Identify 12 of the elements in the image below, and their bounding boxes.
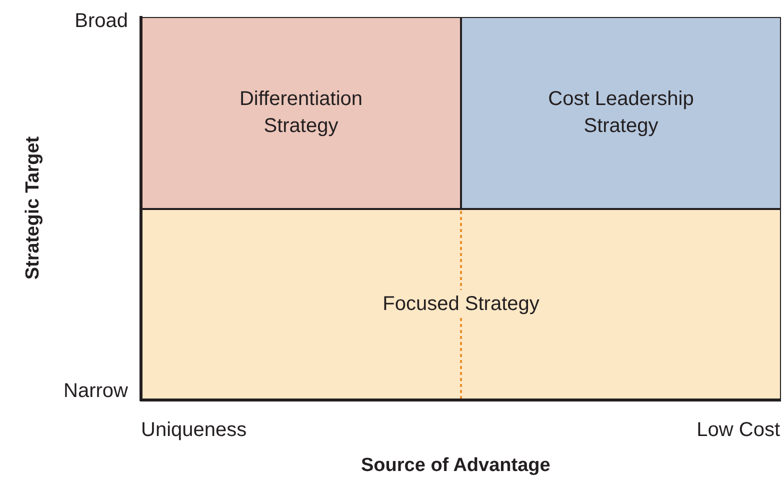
matrix-band	[141, 209, 781, 400]
quadrant-label: Differentiation Strategy	[238, 87, 364, 139]
axis-tick-label: Broad	[74, 10, 128, 33]
axis-tick-label: Low Cost	[696, 419, 780, 442]
axis-title: Source of Advantage	[361, 455, 550, 477]
quadrant-label: Cost Leadership Strategy	[547, 87, 695, 139]
matrix-quadrant	[141, 17, 461, 209]
matrix-quadrant	[461, 17, 781, 209]
axis-tick-label: Uniqueness	[141, 419, 247, 442]
axis-title: Strategic Target	[22, 136, 45, 280]
axis-tick-label: Narrow	[64, 380, 128, 403]
quadrant-label: Focused Strategy	[382, 292, 540, 317]
